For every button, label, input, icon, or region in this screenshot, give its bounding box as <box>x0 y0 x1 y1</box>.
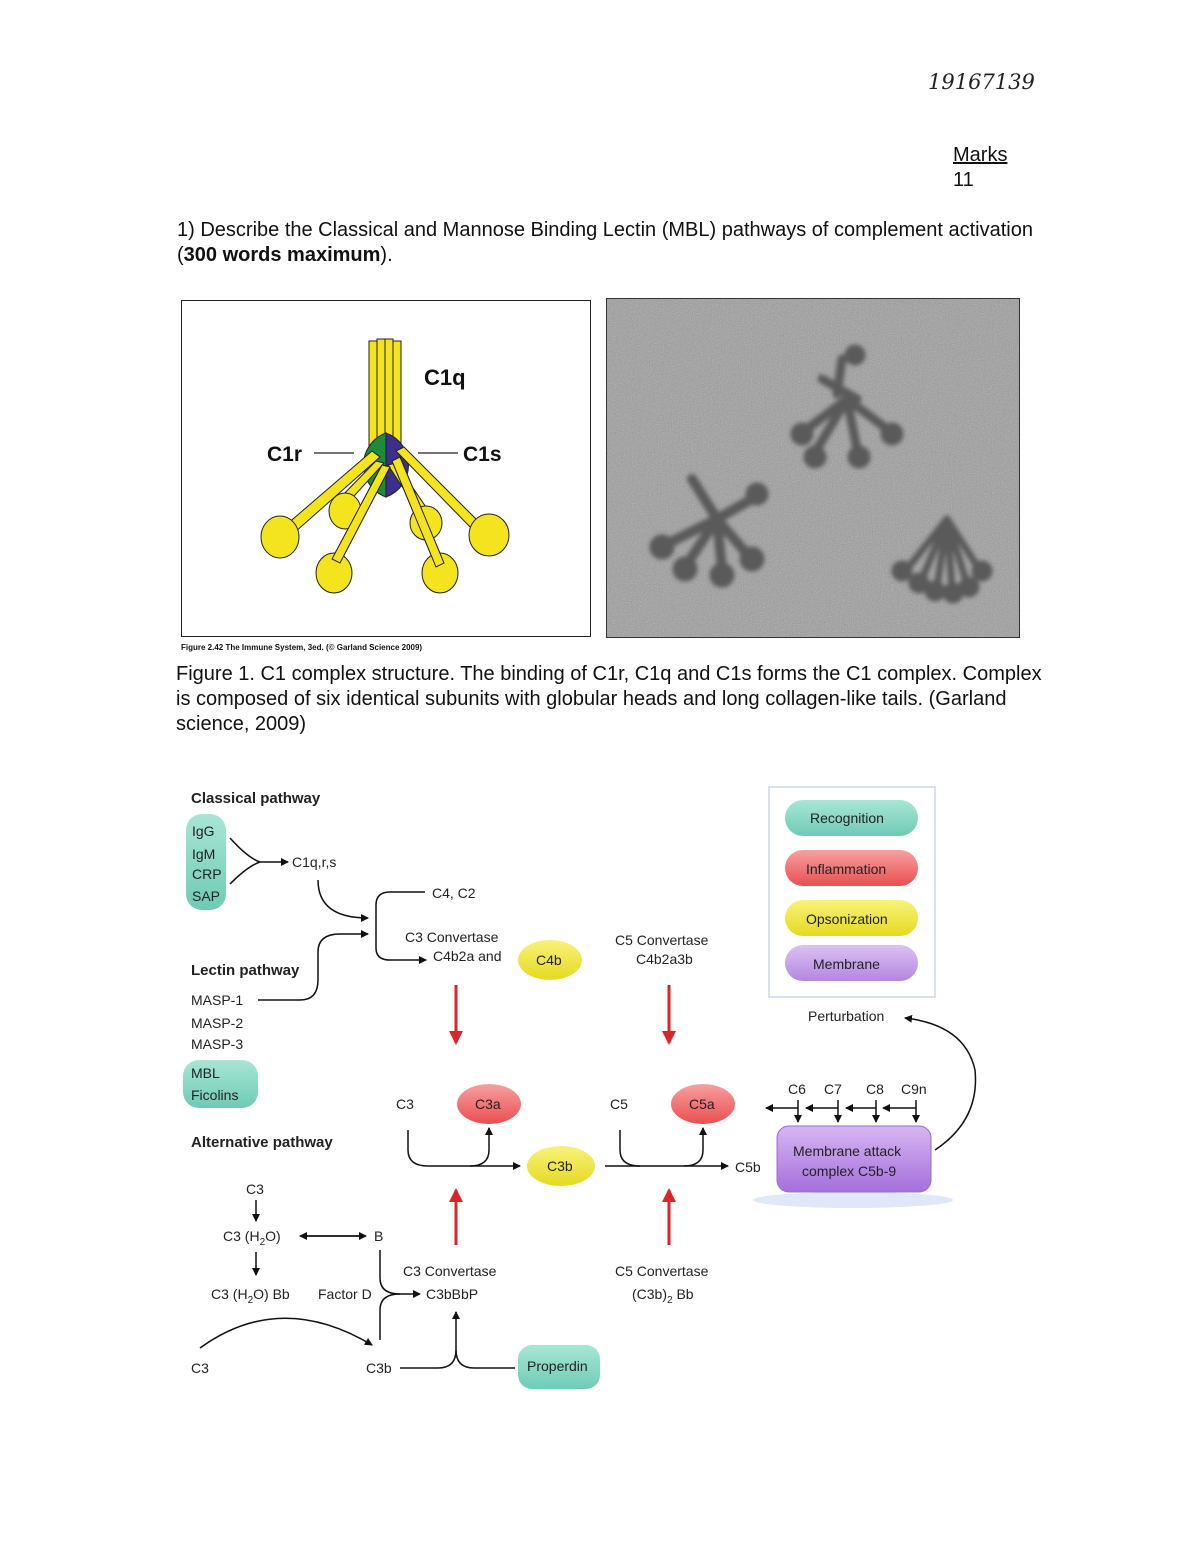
c5a-badge <box>671 1084 735 1124</box>
legend-membrane <box>785 945 918 981</box>
c1s-label: C1s <box>463 443 502 466</box>
classical-pathway-title: Classical pathway <box>191 790 321 807</box>
mac-line2: complex C5b-9 <box>802 1163 896 1179</box>
alt-c3-convertase-label: C3 Convertase <box>403 1263 497 1279</box>
c5b-label: C5b <box>735 1159 761 1175</box>
classical-item-igm: IgM <box>192 846 215 862</box>
properdin-label: Properdin <box>527 1358 588 1374</box>
lectin-pathway-title: Lectin pathway <box>191 962 300 979</box>
lectin-item-masp3: MASP-3 <box>191 1036 243 1052</box>
legend-inflammation <box>785 850 918 886</box>
legend-opsonization-label: Opsonization <box>806 911 888 927</box>
c3-convertase-label: C3 Convertase <box>405 929 499 945</box>
c3-convertase-value: C4b2a and <box>433 948 502 964</box>
c3b-label: C3b <box>547 1158 573 1174</box>
classical-item-crp: CRP <box>192 866 222 882</box>
properdin-box <box>518 1345 600 1389</box>
alt-c3-convertase-value: C3bBbP <box>426 1286 478 1302</box>
mbl-label: MBL <box>191 1065 220 1081</box>
legend-membrane-label: Membrane <box>813 956 880 972</box>
alt-c3-top: C3 <box>246 1181 264 1197</box>
c3b-badge <box>527 1146 595 1186</box>
c3a-label: C3a <box>475 1096 501 1112</box>
legend-recognition-label: Recognition <box>810 810 884 826</box>
c1-complex-diagram: C1q C1r C1s <box>181 300 591 637</box>
c3a-badge <box>457 1084 521 1124</box>
terminal-c8: C8 <box>866 1081 884 1097</box>
c1qrs-label: C1q,r,s <box>292 854 336 870</box>
classical-recognition-box <box>186 814 226 910</box>
legend-opsonization <box>785 900 918 936</box>
lectin-item-masp2: MASP-2 <box>191 1015 243 1031</box>
membrane-shadow <box>753 1192 953 1208</box>
c1q-label: C1q <box>424 365 466 390</box>
c1r-label: C1r <box>267 443 302 466</box>
alt-c5-convertase-label: C5 Convertase <box>615 1263 709 1279</box>
mbl-ficolins-box <box>183 1060 258 1108</box>
c4b-label: C4b <box>536 952 562 968</box>
membrane-attack-complex <box>776 1125 932 1193</box>
legend-recognition <box>785 800 918 836</box>
c5-convertase-label: C5 Convertase <box>615 932 709 948</box>
complement-pathway-diagram: Classical pathway IgG IgM CRP SAP C1q,r,… <box>183 786 977 1389</box>
alternative-pathway-title: Alternative pathway <box>191 1134 333 1151</box>
alt-c3h2obb: C3 (H2O) Bb <box>211 1286 290 1306</box>
question-text: 1) Describe the Classical and Mannose Bi… <box>177 218 1037 268</box>
student-id: 19167139 <box>928 70 1035 94</box>
marks-label: Marks <box>953 144 1008 166</box>
c1q-globular-heads <box>260 492 510 594</box>
c4c2-label: C4, C2 <box>432 885 476 901</box>
lectin-item-masp1: MASP-1 <box>191 992 243 1008</box>
c4b-badge <box>518 940 582 980</box>
c5-label: C5 <box>610 1096 628 1112</box>
c5a-label: C5a <box>689 1096 715 1112</box>
figure1-caption: Figure 1. C1 complex structure. The bind… <box>176 663 1042 735</box>
legend-inflammation-label: Inflammation <box>806 861 886 877</box>
terminal-c6: C6 <box>788 1081 806 1097</box>
mac-line1: Membrane attack <box>793 1143 902 1159</box>
alt-c3h2o: C3 (H2O) <box>223 1228 281 1248</box>
alt-c3b-bottom: C3b <box>366 1360 392 1376</box>
classical-item-sap: SAP <box>192 888 220 904</box>
micrograph-image <box>607 299 1019 637</box>
c5-convertase-value: C4b2a3b <box>636 951 693 967</box>
electron-micrograph <box>606 298 1020 638</box>
alt-c3-bottom: C3 <box>191 1360 209 1376</box>
marks-block: Marks 11 <box>953 143 1007 193</box>
classical-item-igg: IgG <box>192 823 215 839</box>
factor-d-label: Factor D <box>318 1286 372 1302</box>
perturbation-label: Perturbation <box>808 1008 884 1024</box>
question-word-limit: 300 words maximum <box>183 244 381 266</box>
ficolins-label: Ficolins <box>191 1087 238 1103</box>
question-main: 1) Describe the Classical and Mannose Bi… <box>177 219 1033 266</box>
c3-label: C3 <box>396 1096 414 1112</box>
c1-complex-svg: C1q C1r C1s <box>260 338 510 594</box>
marks-value: 11 <box>953 169 974 191</box>
terminal-c9n: C9n <box>901 1081 927 1097</box>
alt-c5-convertase-value: (C3b)2 Bb <box>632 1286 694 1306</box>
figure-credit: Figure 2.42 The Immune System, 3ed. (© G… <box>181 643 423 652</box>
question-tail: ). <box>380 244 393 266</box>
alt-b: B <box>374 1228 383 1244</box>
terminal-c7: C7 <box>824 1081 842 1097</box>
